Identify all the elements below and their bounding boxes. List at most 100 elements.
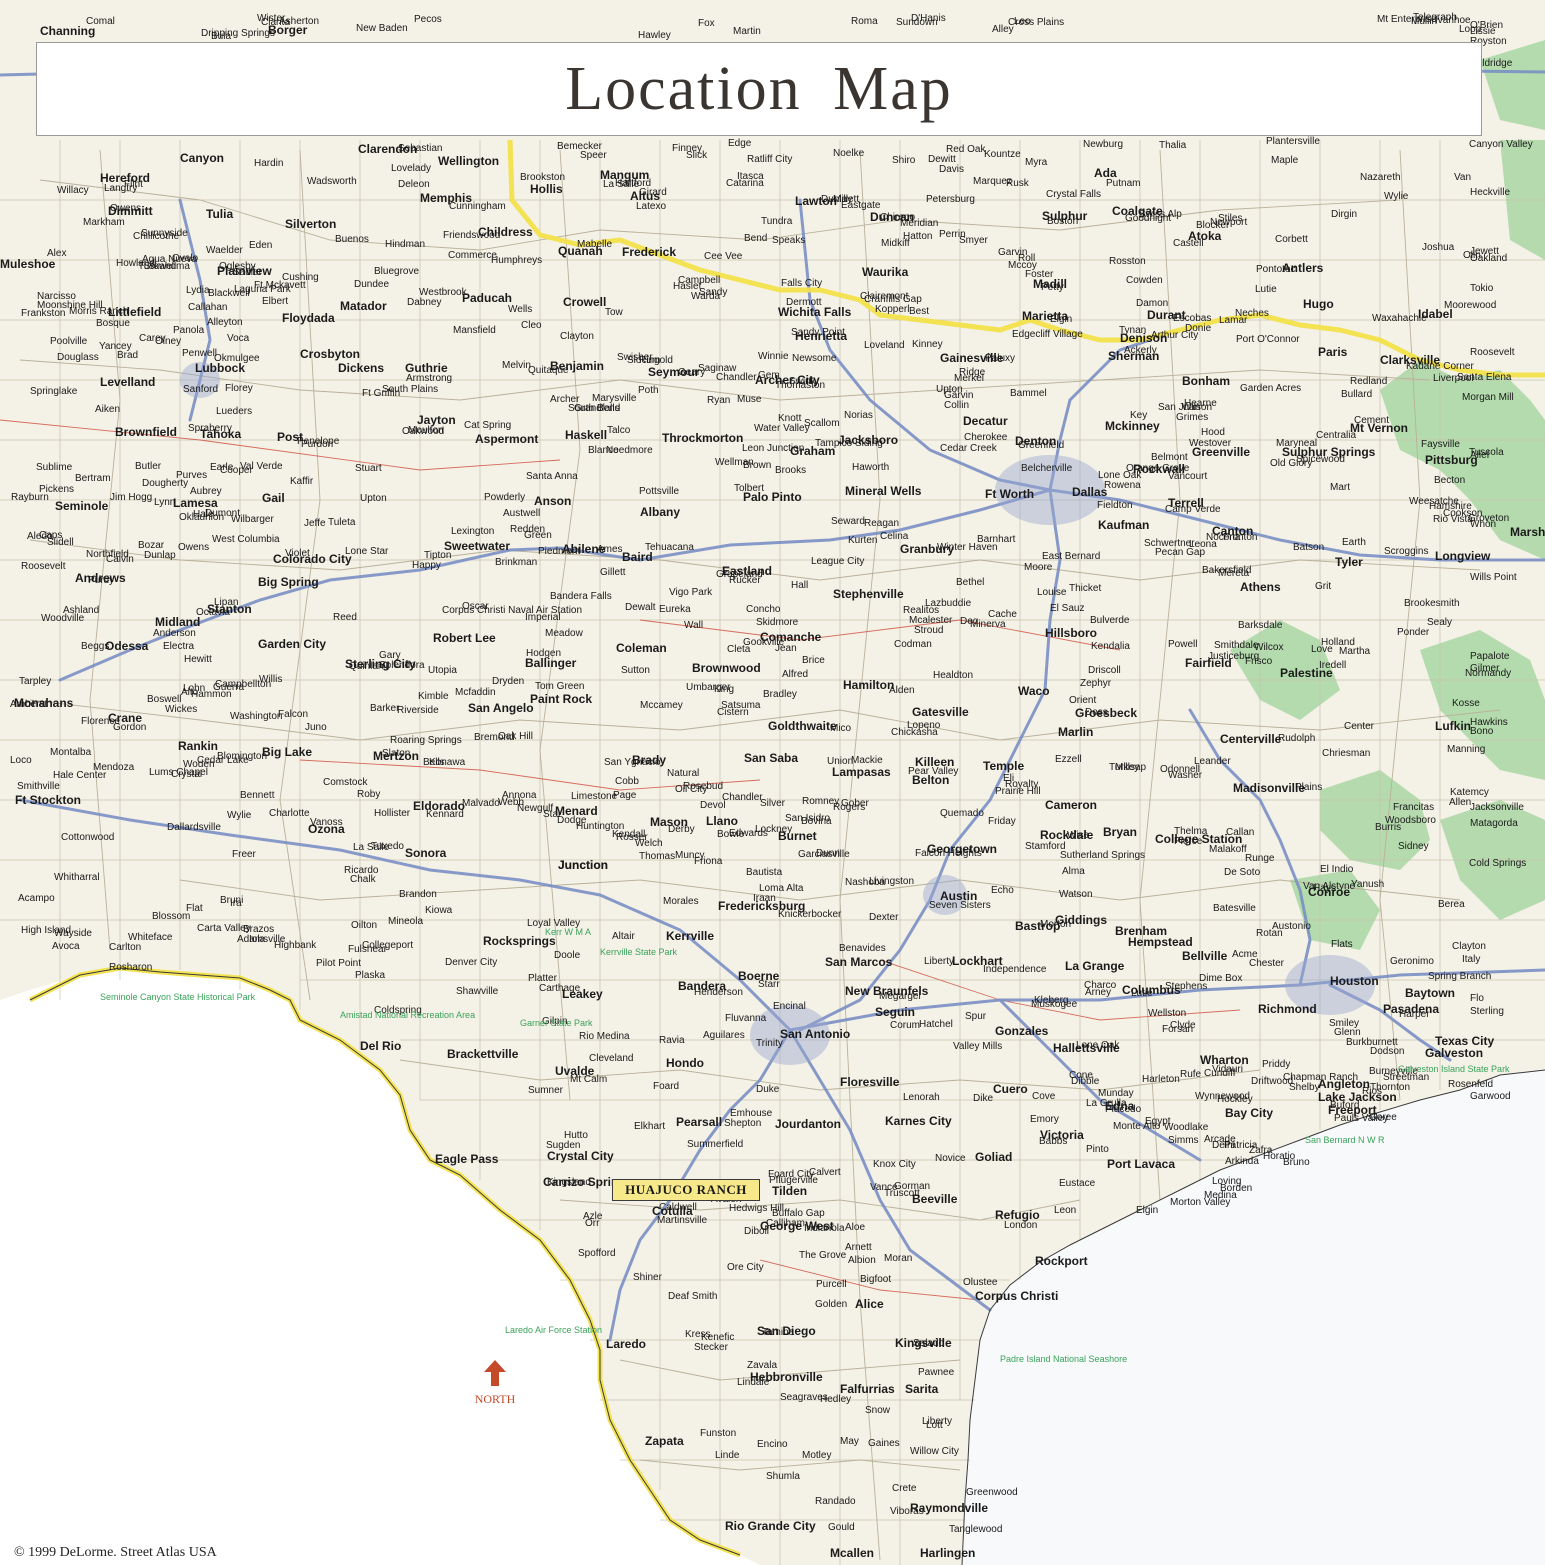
place-label: Brown (743, 460, 771, 471)
city-label: Goliad (975, 1150, 1012, 1164)
place-label: Odonnell (1160, 764, 1200, 775)
city-label: Goldthwaite (768, 719, 837, 733)
place-label: Kinney (912, 339, 943, 350)
place-label: Deq (960, 616, 978, 627)
place-label: Sidney (1398, 841, 1429, 852)
place-label: Cleveland (589, 1053, 633, 1064)
city-label: Sulphur Springs (1282, 445, 1376, 459)
place-label: Castell (1173, 238, 1204, 249)
place-label: Pear Valley (908, 766, 958, 777)
place-label: Mabelle (577, 239, 612, 250)
city-label: Hempstead (1128, 935, 1193, 949)
city-label: Tilden (772, 1184, 807, 1198)
place-label: Rusk (1006, 178, 1030, 189)
city-label: Rockwall (1133, 462, 1185, 476)
city-label: Eldorado (413, 799, 465, 813)
place-label: Grapeland (716, 569, 763, 580)
place-label: Pierce (1174, 836, 1203, 847)
place-label: Bandera Falls (550, 591, 612, 602)
place-label: Swisher (617, 352, 653, 363)
place-label: Rios (1362, 1086, 1382, 1097)
city-label: Wharton (1200, 1053, 1249, 1067)
place-label: Purcell (816, 1279, 847, 1290)
place-label: Rucker (729, 575, 761, 586)
place-label: Fulshear (348, 944, 388, 955)
place-label: Matagorda (1470, 818, 1518, 829)
place-label: Washer (1168, 770, 1203, 781)
place-label: Emhouse (730, 1108, 773, 1119)
city-label: Haskell (565, 428, 607, 442)
city-label: Fredericksburg (718, 899, 805, 913)
city-label: Rocksprings (483, 934, 556, 948)
city-label: Denison (1120, 331, 1167, 345)
huajuco-ranch-callout[interactable]: HUAJUCO RANCH (612, 1179, 760, 1201)
place-label: Bertram (75, 473, 111, 484)
place-label: Smithville (17, 781, 60, 792)
place-label: Doss (1085, 707, 1108, 718)
place-label: Vidauri (1212, 1064, 1243, 1075)
place-label: Spur (965, 1011, 987, 1022)
place-label: Lone Oak (1098, 470, 1142, 481)
city-label: Ft Stockton (15, 793, 81, 807)
city-label: Madisonville (1233, 781, 1305, 795)
place-label: Sublime (36, 462, 73, 473)
place-label: Dougherty (142, 478, 188, 489)
place-label: Hearne (1184, 398, 1217, 409)
place-label: Winter Haven (937, 542, 998, 553)
callout-label: HUAJUCO RANCH (625, 1182, 747, 1197)
city-label: Canton (1212, 524, 1253, 538)
park-label: San Bernard N W R (1305, 1135, 1385, 1145)
city-label: Groesbeck (1075, 706, 1137, 720)
place-label: Borden (1220, 1183, 1252, 1194)
north-arrow-icon (484, 1360, 506, 1386)
city-label: Big Lake (262, 745, 312, 759)
place-label: West Columbia (212, 534, 280, 545)
place-label: Calliham (766, 1218, 805, 1229)
city-label: Dallas (1072, 485, 1108, 499)
place-label: Flats (1331, 939, 1353, 950)
city-label: Lampasas (832, 765, 891, 779)
place-label: Funston (700, 1428, 736, 1439)
city-label: Laredo (606, 1337, 646, 1351)
place-label: Knox City (873, 1159, 916, 1170)
city-label: Floydada (282, 311, 335, 325)
city-label: Canyon (180, 151, 224, 165)
city-label: Pearsall (676, 1115, 722, 1129)
place-label: Freer (232, 849, 257, 860)
place-label: Cat Spring (464, 420, 511, 431)
place-label: Olustee (963, 1277, 998, 1288)
place-label: Hardin (254, 158, 283, 169)
place-label: Francitas (1393, 802, 1434, 813)
city-label: Tyler (1335, 555, 1363, 569)
place-label: Coldspring (374, 1005, 422, 1016)
place-label: Jean (775, 643, 797, 654)
place-label: Lynn (154, 497, 175, 508)
place-label: Calvin (106, 554, 134, 565)
place-label: Bennett (240, 790, 275, 801)
place-label: Maple (1271, 155, 1299, 166)
place-label: Geronimo (1390, 956, 1434, 967)
city-label: Karnes City (885, 1114, 952, 1128)
place-label: Slaton (382, 748, 410, 759)
place-label: Sterling (1470, 1006, 1504, 1017)
city-label: Plainview (217, 264, 272, 278)
place-label: La Salle (603, 179, 640, 190)
place-label: Martinsville (657, 1215, 707, 1226)
city-label: Paducah (462, 291, 512, 305)
city-label: Lockhart (952, 954, 1003, 968)
place-label: Northfield (86, 549, 129, 560)
place-label: Wells (508, 304, 532, 315)
place-label: Thornton (1370, 1082, 1410, 1093)
place-label: Martha (1339, 646, 1371, 657)
place-label: Megargel (879, 991, 921, 1002)
place-label: Stephens (1165, 981, 1207, 992)
place-label: Morales (663, 896, 699, 907)
place-label: Springlake (30, 386, 78, 397)
place-label: Delhi (1212, 1140, 1235, 1151)
place-label: Key (1130, 410, 1147, 421)
place-label: Water Valley (754, 423, 810, 434)
place-label: Wadsworth (307, 176, 357, 187)
city-label: Brenham (1115, 924, 1167, 938)
